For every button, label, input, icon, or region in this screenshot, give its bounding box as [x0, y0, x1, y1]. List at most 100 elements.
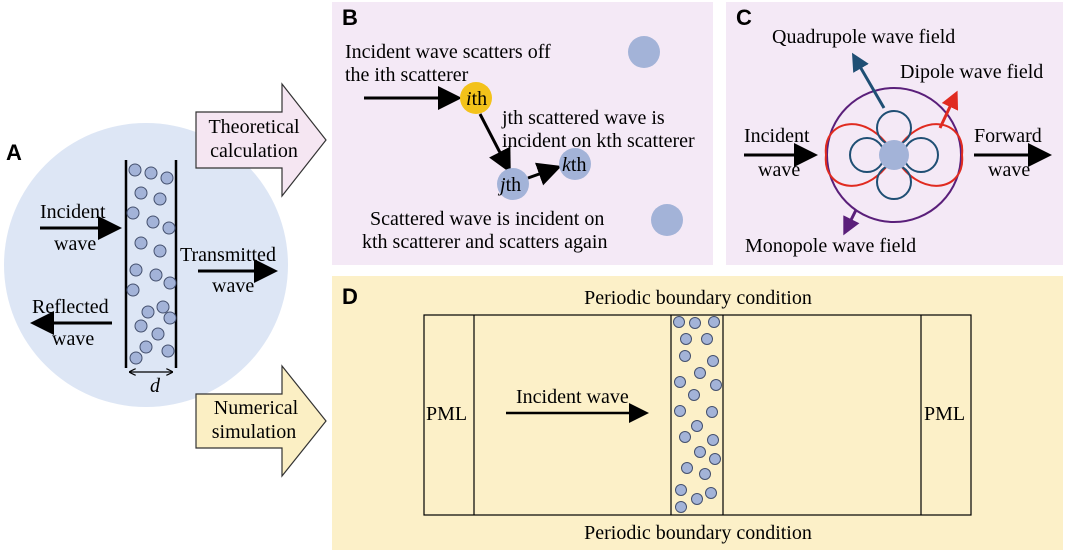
slab-particles [126, 163, 177, 365]
particle [674, 376, 686, 388]
a-transmitted-line1: Transmitted [180, 244, 276, 266]
particle [680, 333, 692, 345]
arrow-theory-line1: Theoretical [208, 116, 299, 138]
b-scatterer [628, 36, 660, 68]
particle [675, 484, 687, 496]
particle [707, 434, 719, 446]
particle [134, 186, 148, 200]
b-ith-scatterer [460, 82, 492, 114]
b-j-to-k-arrow [527, 162, 562, 186]
particle [149, 268, 163, 282]
b-caption1-line2: the ith scatterer [345, 64, 469, 86]
particle [699, 468, 711, 480]
particle [129, 263, 143, 277]
a-incident-line1: Incident [40, 201, 106, 223]
particle [161, 344, 175, 358]
particle [153, 244, 167, 258]
b-caption1-line1: Incident wave scatters off [345, 41, 551, 63]
b-kth-scatterer [559, 148, 591, 180]
d-domain-box [423, 314, 972, 516]
particle [153, 192, 167, 206]
a-reflected-line1: Reflected [32, 296, 109, 318]
panel-d-letter: D [342, 284, 358, 309]
particle [681, 462, 693, 474]
a-transmitted-line2: wave [212, 275, 254, 297]
b-scatterer [651, 204, 683, 236]
d-slab-particles [673, 316, 722, 513]
c-monopole-label: Monopole wave field [745, 235, 916, 257]
particle [691, 493, 703, 505]
particle [163, 276, 177, 290]
c-dipole-label: Dipole wave field [900, 61, 1043, 83]
particle [707, 355, 719, 367]
particle [694, 446, 706, 458]
particle [129, 351, 143, 365]
particle [141, 305, 155, 319]
particle [139, 340, 153, 354]
panel-a-background-circle [4, 123, 288, 407]
particle [674, 405, 686, 417]
panel-c-letter: C [736, 5, 752, 30]
c-scatterer [879, 140, 909, 170]
particle [701, 333, 713, 345]
particle [126, 206, 140, 220]
d-top-boundary-label: Periodic boundary condition [584, 287, 812, 309]
c-incident-line1: Incident [744, 125, 810, 147]
particle [691, 420, 703, 432]
particle [694, 367, 706, 379]
c-monopole-arrow [843, 209, 860, 236]
a-incident-line2: wave [54, 233, 96, 255]
particle [146, 215, 160, 229]
b-i-to-j-arrow [478, 113, 511, 174]
b-caption3-line1: Scattered wave is incident on [370, 208, 604, 230]
b-kth-label: kth [562, 154, 586, 176]
particle [689, 317, 701, 329]
b-jth-label: jth [497, 174, 521, 196]
particle [710, 379, 722, 391]
b-jth-scatterer [497, 168, 529, 200]
a-reflected-line2: wave [52, 328, 94, 350]
panel-a: A d Incident wave Reflected wave Transmi… [4, 123, 288, 407]
arrow-numerical: Numerical simulation [195, 364, 327, 478]
particle [134, 319, 148, 333]
panel-c: C Quadrupole wave field Dipole wave fiel… [726, 2, 1063, 265]
arrow-theoretical: Theoretical calculation [195, 82, 327, 198]
particle [134, 236, 148, 250]
particle [156, 300, 170, 314]
particle [673, 316, 685, 328]
particle [705, 487, 717, 499]
particle [163, 311, 177, 325]
particle [144, 166, 158, 180]
c-quadrupole-label: Quadrupole wave field [772, 26, 955, 48]
particle [675, 501, 687, 513]
particle [160, 171, 174, 185]
particle [162, 221, 176, 235]
arrow-numerical-line2: simulation [212, 421, 296, 443]
particle [679, 350, 691, 362]
particle [679, 431, 691, 443]
b-caption3-line2: kth scatterer and scatters again [362, 231, 607, 253]
particle [688, 389, 700, 401]
d-incident-wave-label: Incident wave [516, 386, 629, 408]
b-caption2-line2: incident on kth scatterer [502, 130, 695, 152]
arrow-theory-line2: calculation [210, 140, 298, 162]
c-incident-line2: wave [758, 159, 800, 181]
panel-b: B Incident wave scatters off the ith sca… [332, 2, 713, 265]
c-forward-line1: Forward [974, 125, 1042, 147]
particle [151, 327, 165, 341]
d-left-pml-label: PML [426, 403, 467, 425]
arrow-numerical-line1: Numerical [214, 397, 299, 419]
panel-d: D Periodic boundary condition Periodic b… [332, 276, 1063, 550]
particle [126, 283, 140, 297]
d-right-pml-label: PML [924, 403, 965, 425]
c-forward-line2: wave [988, 159, 1030, 181]
c-dipole-arrow [938, 90, 959, 129]
particle [706, 406, 718, 418]
c-quadrupole-arrow [851, 52, 886, 109]
b-caption2-line1: jth scattered wave is [501, 107, 665, 129]
d-bottom-boundary-label: Periodic boundary condition [584, 522, 812, 544]
particle [709, 453, 721, 465]
b-ith-label: ith [466, 88, 487, 110]
particle [708, 316, 720, 328]
